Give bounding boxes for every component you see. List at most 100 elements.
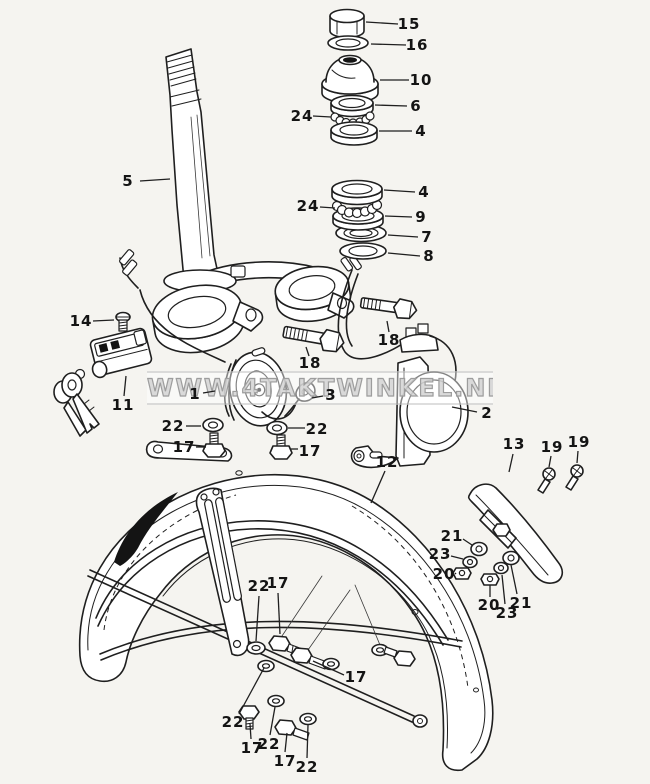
washer-22-left-drawing xyxy=(202,417,224,433)
leader-line-19 xyxy=(548,455,552,468)
bolt-17-right-drawing xyxy=(269,434,293,460)
part-callout-16: 16 xyxy=(405,36,429,54)
part-callout-22: 22 xyxy=(305,420,329,438)
leader-line-18 xyxy=(386,320,390,333)
leader-line-3 xyxy=(311,395,324,399)
part-callout-24: 24 xyxy=(290,107,314,125)
leader-line-23 xyxy=(501,574,506,605)
part-callout-22: 22 xyxy=(257,735,281,753)
part-callout-20: 20 xyxy=(432,565,456,583)
part-callout-17: 17 xyxy=(298,442,322,460)
bolt-17-left-drawing xyxy=(202,432,226,458)
upper-bearing-stack-drawing xyxy=(321,8,379,146)
part-callout-13: 13 xyxy=(502,435,526,453)
leader-line-20 xyxy=(454,572,457,575)
leader-line-22 xyxy=(269,706,276,736)
part-callout-19: 19 xyxy=(540,438,564,456)
part-callout-4: 4 xyxy=(415,122,427,140)
part-callout-22: 22 xyxy=(161,417,185,435)
fender-arch-stay-drawing xyxy=(95,520,449,646)
part-callout-17: 17 xyxy=(266,574,290,592)
steering-stem-drawing xyxy=(165,48,220,281)
part-callout-15: 15 xyxy=(397,15,421,33)
part-callout-11: 11 xyxy=(111,396,135,414)
part-callout-10: 10 xyxy=(409,71,433,89)
leader-line-1 xyxy=(202,390,216,394)
leader-line-16 xyxy=(370,43,407,46)
keys-drawing xyxy=(53,368,100,437)
part-callout-5: 5 xyxy=(122,172,134,190)
part-callout-12: 12 xyxy=(375,453,399,471)
part-callout-19: 19 xyxy=(567,433,591,451)
part-callout-18: 18 xyxy=(298,354,322,372)
bottom-bridge-drawing xyxy=(151,261,355,354)
part-callout-22: 22 xyxy=(295,758,319,776)
part-callout-17: 17 xyxy=(240,739,264,757)
leader-line-21 xyxy=(510,564,518,595)
dust-seal-washer xyxy=(339,242,387,260)
leader-line-24 xyxy=(319,206,336,209)
part-callout-23: 23 xyxy=(428,545,452,563)
horn-right-drawing xyxy=(350,323,469,469)
ignition-switch-drawing xyxy=(89,327,153,379)
part-callout-17: 17 xyxy=(273,752,297,770)
leader-line-22 xyxy=(306,724,309,759)
leader-line-9 xyxy=(384,215,413,218)
leader-line-17 xyxy=(284,732,288,753)
part-callout-23: 23 xyxy=(495,604,519,622)
part-callout-24: 24 xyxy=(296,197,320,215)
leader-line-6 xyxy=(374,104,408,107)
leader-line-22 xyxy=(238,667,265,715)
leader-line-5 xyxy=(139,178,171,182)
leader-line-17 xyxy=(249,723,252,740)
leader-line-18 xyxy=(305,346,310,357)
part-callout-9: 9 xyxy=(415,208,427,226)
fender-bolt-washer-hardware xyxy=(238,635,416,741)
bolt-18-left-drawing xyxy=(282,325,345,353)
leader-line-17 xyxy=(277,592,281,635)
part-callout-22: 22 xyxy=(221,713,245,731)
part-callout-18: 18 xyxy=(377,331,401,349)
leader-line-8 xyxy=(387,252,421,257)
part-callout-6: 6 xyxy=(410,97,422,115)
leader-line-24 xyxy=(312,115,332,118)
leader-line-2 xyxy=(451,406,478,413)
spring-washer xyxy=(327,35,369,51)
part-callout-20: 20 xyxy=(477,596,501,614)
horn-lever-drawing xyxy=(284,382,316,417)
upper-ball-race-top xyxy=(330,94,374,118)
part-callout-8: 8 xyxy=(423,247,435,265)
leader-line-4 xyxy=(383,189,416,193)
bolt-18-right-drawing xyxy=(359,297,418,320)
horn-assembly-drawing xyxy=(145,347,316,462)
wiring-drawing xyxy=(119,249,409,363)
washer-22-right-drawing xyxy=(266,420,288,436)
part-callout-1: 1 xyxy=(189,385,201,403)
switch-mount-screw-drawing xyxy=(115,311,131,332)
part-callout-4: 4 xyxy=(418,183,430,201)
leader-line-23 xyxy=(450,555,464,560)
screw-19-right-drawing xyxy=(565,464,584,491)
steering-top-thread-nut xyxy=(321,54,379,104)
ball-race-cup-lower xyxy=(331,179,383,206)
leader-line-19 xyxy=(576,450,579,464)
leader-line-12 xyxy=(370,470,386,504)
fender-stay-drawing xyxy=(467,483,564,584)
leader-line-15 xyxy=(365,21,399,25)
leader-line-7 xyxy=(387,234,419,238)
screw-19-left-drawing xyxy=(537,467,556,494)
front-fender-drawing xyxy=(78,470,494,772)
leader-line-17 xyxy=(312,660,345,676)
steel-balls-lower xyxy=(331,199,383,219)
part-callout-17: 17 xyxy=(172,438,196,456)
fender-front-bracket-drawing xyxy=(195,487,250,657)
part-callout-22: 22 xyxy=(247,577,271,595)
leader-line-22 xyxy=(255,595,260,642)
stay-mount-washers-drawing xyxy=(452,541,520,586)
lower-bearing-stack-drawing xyxy=(331,179,387,260)
part-callout-7: 7 xyxy=(421,228,433,246)
part-callout-17: 17 xyxy=(344,668,368,686)
